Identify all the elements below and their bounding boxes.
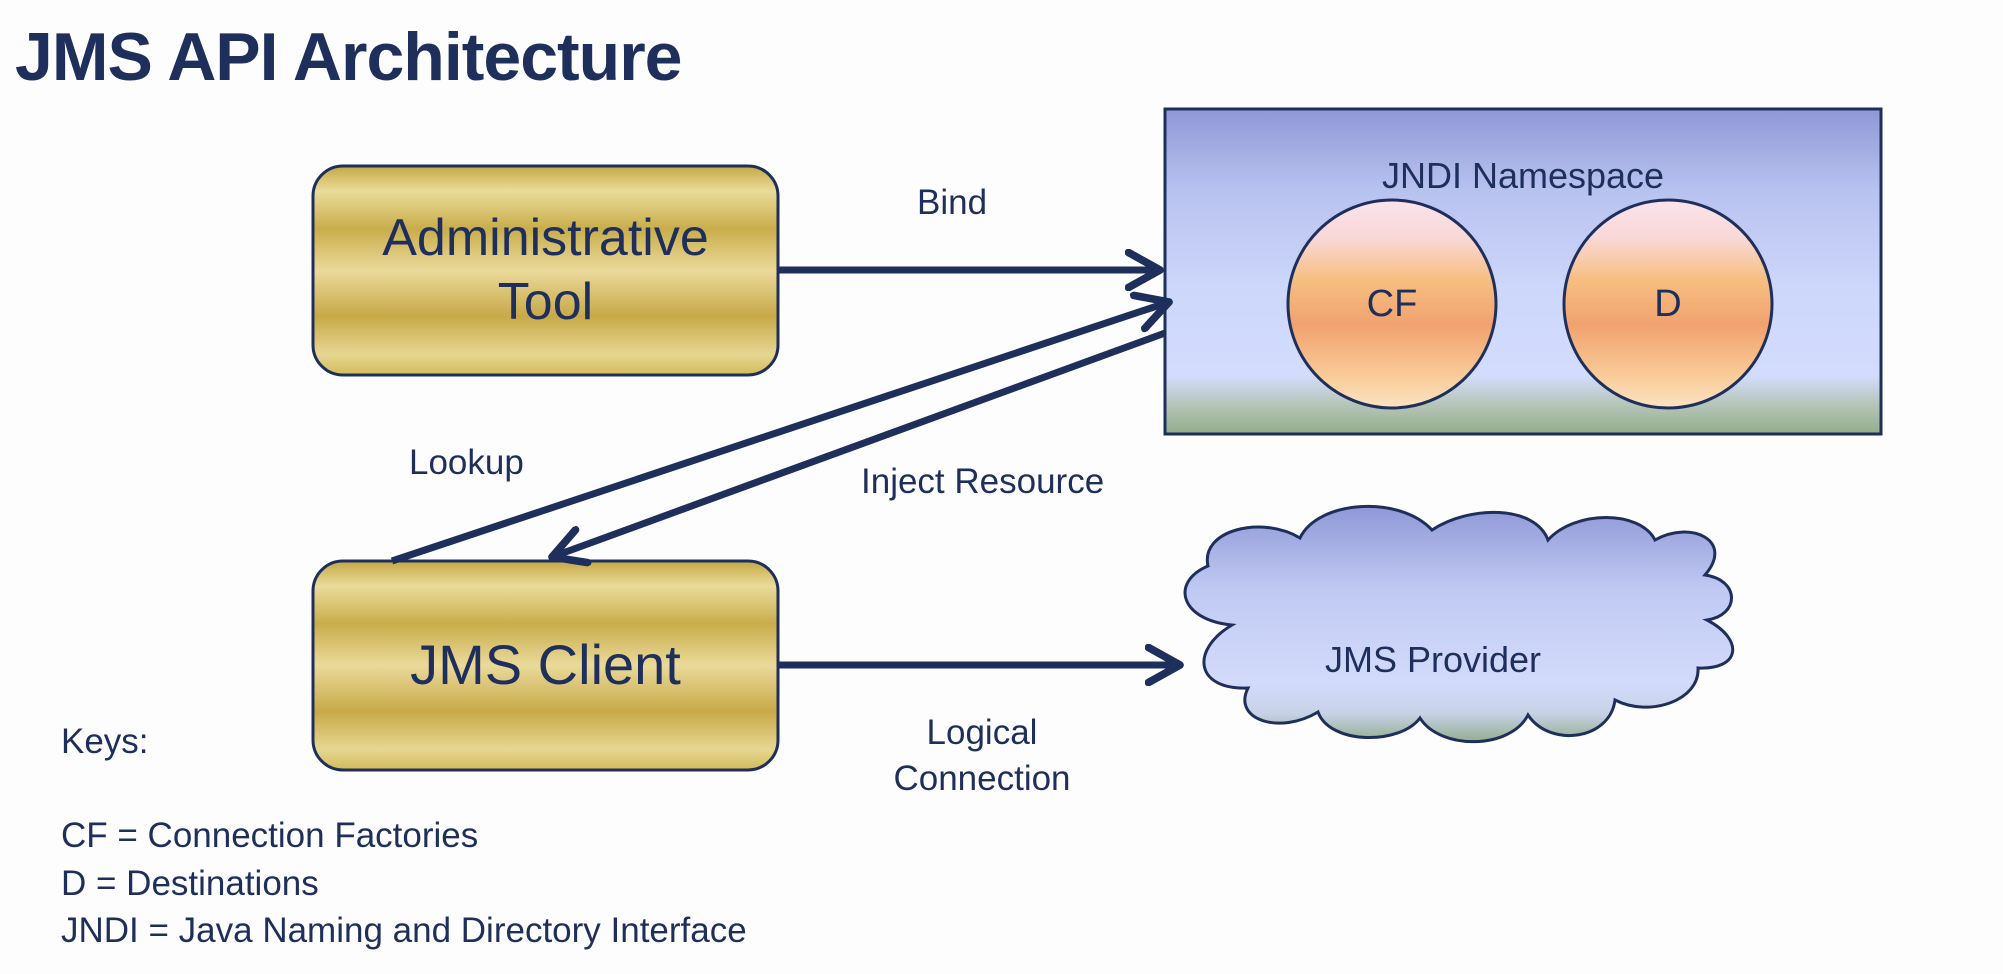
keys-legend: Keys: CF = Connection Factories D = Dest… bbox=[61, 718, 747, 954]
inject-resource-label: Inject Resource bbox=[861, 462, 1105, 501]
lookup-arrow bbox=[390, 302, 1169, 565]
page-title: JMS API Architecture bbox=[15, 19, 682, 95]
jms-provider-cloud bbox=[1183, 504, 1735, 744]
cf-circle bbox=[1286, 198, 1498, 410]
logical-connection-label: Logical Connection bbox=[893, 713, 1071, 798]
administrative-tool-label: Administrative Tool bbox=[382, 209, 709, 331]
administrative-tool-box bbox=[311, 164, 780, 377]
d-label: D bbox=[1654, 282, 1682, 325]
lookup-label: Lookup bbox=[409, 443, 524, 482]
key-item-cf: CF = Connection Factories bbox=[61, 816, 479, 856]
jms-client-box bbox=[311, 559, 780, 772]
key-item-d: D = Destinations bbox=[61, 863, 319, 903]
bind-label: Bind bbox=[917, 183, 988, 222]
jms-provider-label: JMS Provider bbox=[1324, 639, 1542, 681]
keys-heading: Keys: bbox=[61, 722, 149, 761]
key-item-jndi: JNDI = Java Naming and Directory Interfa… bbox=[61, 910, 747, 950]
jndi-namespace-label: JNDI Namespace bbox=[1381, 155, 1665, 197]
cf-label: CF bbox=[1366, 282, 1418, 325]
jms-client-label: JMS Client bbox=[410, 633, 681, 697]
inject-resource-arrow bbox=[552, 329, 1167, 557]
d-circle bbox=[1562, 198, 1774, 410]
